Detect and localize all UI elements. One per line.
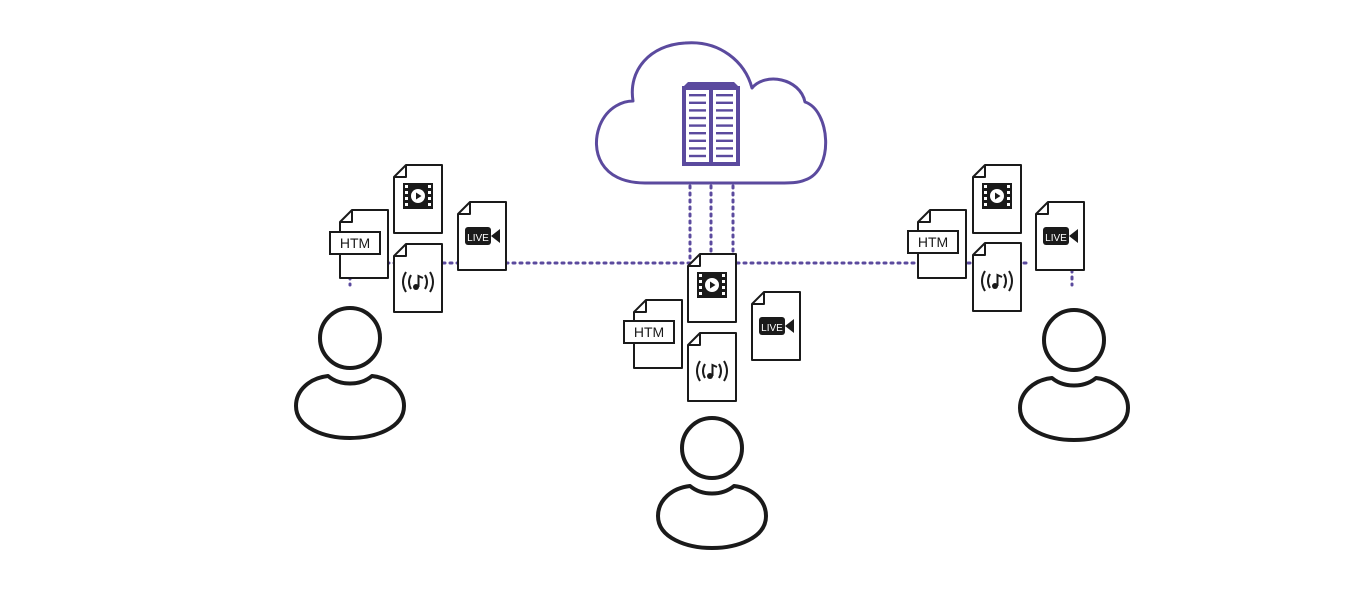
server-slot — [716, 101, 733, 104]
server-slot — [689, 101, 706, 104]
audio-file-icon — [973, 243, 1021, 311]
html-file-label: HTM — [340, 235, 370, 251]
server-rack-slots — [689, 94, 733, 158]
peer-center: HTM LIVE — [623, 254, 800, 550]
file-cluster-right: HTM LIVE — [907, 165, 1084, 311]
html-file-label: HTM — [634, 324, 664, 340]
server-slot — [716, 116, 733, 120]
server-rack-icon — [682, 82, 740, 166]
html-file-label: HTM — [918, 234, 948, 250]
audio-file-icon — [394, 244, 442, 312]
file-cluster-left: HTM LIVE — [329, 165, 506, 312]
audio-file-icon — [688, 333, 736, 401]
live-file-label: LIVE — [761, 323, 783, 334]
user-icon — [1018, 308, 1130, 442]
server-slot — [716, 139, 733, 142]
server-slot — [689, 139, 706, 142]
server-slot — [716, 154, 733, 158]
file-cluster-center: HTM LIVE — [623, 254, 800, 401]
server-slot — [716, 124, 733, 127]
peer-left: HTM LIVE — [294, 165, 506, 440]
server-slot — [689, 154, 706, 158]
html-file-badge: HTM — [907, 230, 959, 254]
video-file-icon — [394, 165, 442, 233]
live-stream-file-icon: LIVE — [1036, 202, 1084, 270]
server-slot — [716, 109, 733, 112]
live-file-label: LIVE — [467, 233, 489, 244]
server-slot — [689, 124, 706, 127]
video-file-icon — [973, 165, 1021, 233]
server-slot — [689, 116, 706, 120]
peer-right: HTM LIVE — [907, 165, 1130, 442]
server-slot — [716, 94, 733, 97]
server-slot — [689, 132, 706, 135]
server-slot — [689, 147, 706, 150]
user-icon — [656, 416, 768, 550]
server-slot — [716, 132, 733, 135]
video-file-icon — [688, 254, 736, 322]
server-slot — [716, 147, 733, 150]
live-stream-file-icon: LIVE — [458, 202, 506, 270]
live-stream-file-icon: LIVE — [752, 292, 800, 360]
html-file-badge: HTM — [623, 320, 675, 344]
live-file-label: LIVE — [1045, 233, 1067, 244]
server-slot — [689, 109, 706, 112]
user-icon — [294, 306, 406, 440]
html-file-badge: HTM — [329, 231, 381, 255]
server-slot — [689, 94, 706, 97]
